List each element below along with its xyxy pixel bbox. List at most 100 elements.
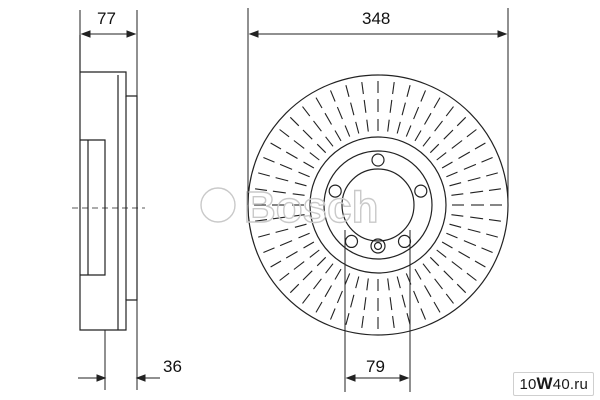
badge-part-3: 40 (552, 376, 570, 393)
vent-slot (302, 293, 311, 304)
bolt-hole (344, 234, 359, 248)
bolt-hole (371, 153, 385, 167)
vent-slot (336, 290, 343, 304)
vent-slot (344, 273, 351, 285)
dim-hat-height-label: 36 (163, 357, 182, 376)
center-bore (341, 168, 415, 242)
vent-slot (361, 82, 364, 95)
vent-slot (303, 161, 315, 169)
badge-part-4: .ru (569, 376, 588, 393)
site-badge: 10W40.ru (513, 372, 594, 396)
vent-slot (470, 216, 484, 220)
vent-slot (258, 233, 270, 238)
vent-slot (289, 116, 300, 127)
vent-slot (449, 182, 462, 187)
vent-slot (389, 297, 393, 311)
dim-diameter-label: 348 (362, 9, 390, 28)
vent-slot (466, 272, 477, 281)
vent-slot (315, 97, 323, 109)
vent-slot (309, 152, 320, 161)
vent-slot (486, 233, 498, 238)
vent-slot (422, 136, 431, 147)
vent-slot (401, 102, 406, 116)
vent-slot (474, 142, 486, 150)
vent-slot (303, 241, 315, 249)
vent-slot (451, 140, 463, 149)
vent-slot (366, 278, 369, 291)
side-profile-hat (80, 139, 106, 276)
vent-slot (424, 285, 432, 298)
vent-slot (293, 140, 305, 149)
vent-slot (263, 156, 275, 163)
vent-slot (255, 219, 268, 222)
vent-slot (443, 129, 454, 140)
vent-slot (279, 163, 293, 170)
vent-slot (329, 308, 336, 320)
vent-slot (445, 293, 454, 304)
vent-slot (302, 106, 311, 117)
dim-diameter (247, 8, 509, 205)
vent-slot (458, 151, 471, 159)
dim-center-bore (344, 230, 411, 392)
vent-slot (355, 121, 360, 134)
disc-side-view (72, 35, 145, 331)
vent-slot (350, 294, 355, 308)
bosch-watermark: © Bosch (200, 182, 379, 233)
vent-slot (466, 129, 477, 138)
vent-slot (414, 130, 422, 142)
vent-slot (302, 270, 313, 281)
vent-slot (275, 228, 289, 233)
copyright-circle (200, 187, 236, 223)
vent-slot (389, 99, 393, 113)
vent-slot (298, 171, 310, 178)
vent-slot (363, 99, 367, 113)
vent-slot (446, 232, 458, 239)
vent-slot (488, 188, 501, 191)
badge-part-1: 10 (519, 376, 537, 393)
vent-slot (387, 278, 390, 291)
vent-slot (298, 232, 310, 239)
vent-slot (422, 263, 431, 274)
vent-slot (285, 251, 298, 259)
vent-slot (486, 172, 498, 177)
vent-slot (436, 152, 447, 161)
vent-slot (294, 182, 307, 187)
vent-slot (344, 125, 351, 137)
bolt-hole (414, 184, 428, 198)
vent-slot (446, 171, 458, 178)
vent-slot (451, 193, 464, 196)
vent-slot (366, 119, 369, 132)
vent-slot (279, 272, 290, 281)
bolt-hole (397, 234, 412, 248)
vent-slot (345, 85, 350, 97)
vent-slot (293, 261, 305, 270)
vent-slot (325, 263, 334, 274)
dim-thickness (79, 10, 138, 96)
vent-slot (363, 297, 367, 311)
vent-slot (289, 283, 300, 294)
vent-slot (445, 106, 454, 117)
side-profile-outer (79, 35, 138, 331)
vent-slot (481, 156, 493, 163)
vent-slot (436, 249, 447, 258)
vent-slot (361, 315, 364, 328)
vent-slot (255, 188, 268, 191)
vent-slots (254, 81, 502, 329)
vent-slot (272, 216, 286, 220)
vent-slot (451, 261, 463, 270)
vent-slot (396, 121, 401, 134)
vent-slot (406, 85, 411, 97)
vent-slot (334, 268, 342, 280)
vent-slot (294, 223, 307, 228)
dim-hat-height (78, 300, 160, 390)
vent-slot (316, 143, 327, 154)
vent-slot (433, 301, 441, 313)
vent-slot (313, 278, 322, 290)
vent-slot (325, 136, 334, 147)
locating-hole (370, 238, 386, 254)
vent-slot (429, 256, 440, 267)
vent-slot (467, 177, 481, 182)
vent-slot (470, 190, 484, 194)
vent-slot (420, 308, 427, 320)
